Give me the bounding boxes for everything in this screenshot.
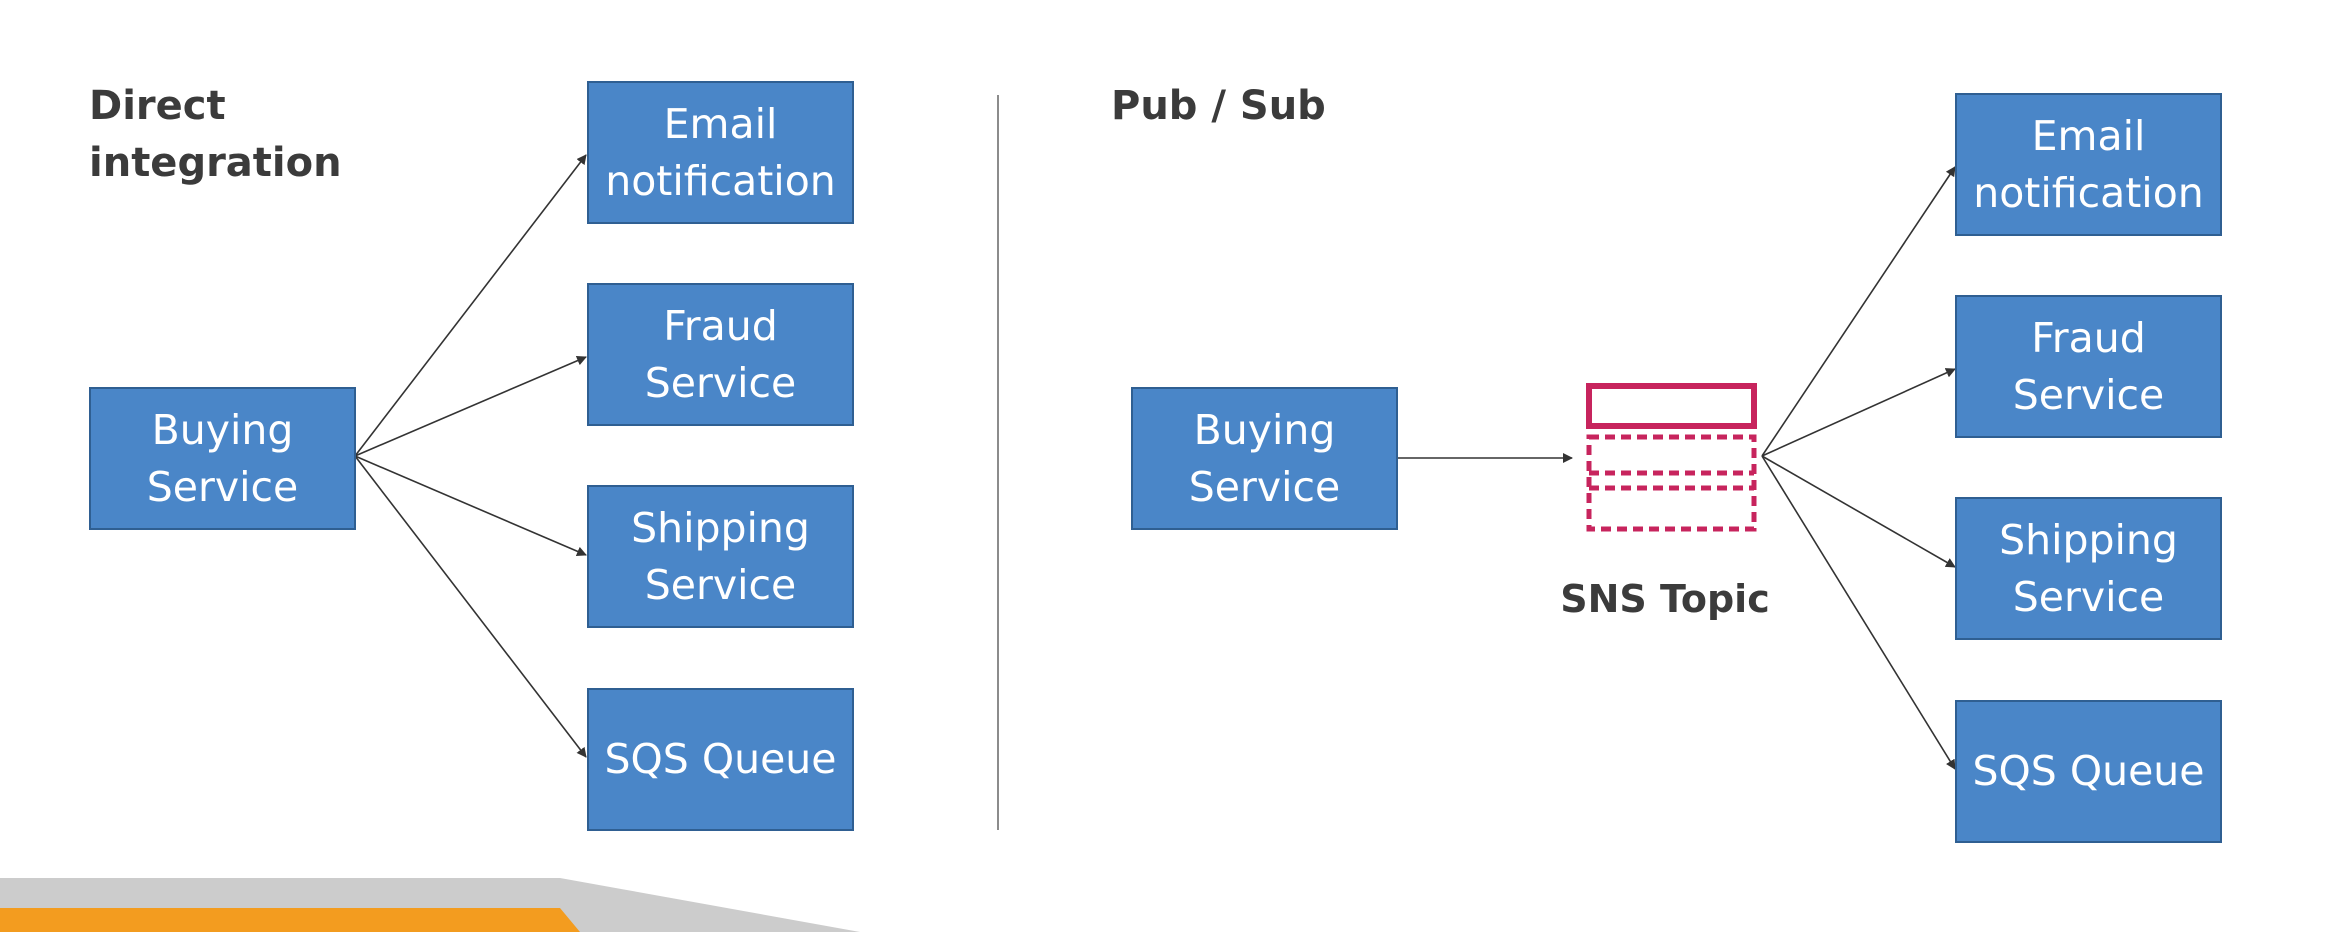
- direct-integration-heading: Direct integration: [89, 83, 342, 186]
- sqs-queue-box-pubsub: SQS Queue: [1955, 700, 2222, 843]
- pub-sub-heading: Pub / Sub: [1111, 83, 1326, 129]
- email-notification-box-direct: Email notification: [587, 81, 854, 224]
- footer-orange-band: [0, 908, 580, 932]
- fraud-service-box-pubsub: Fraud Service: [1955, 295, 2222, 438]
- section-divider: [997, 95, 999, 830]
- arrow-buying-to-email: [354, 154, 587, 457]
- shipping-service-box-pubsub: Shipping Service: [1955, 497, 2222, 640]
- sns-topic-label: SNS Topic: [1560, 577, 1770, 621]
- buying-service-box-pubsub: Buying Service: [1131, 387, 1398, 530]
- sqs-queue-box-direct: SQS Queue: [587, 688, 854, 831]
- arrow-buying-to-sqs: [354, 455, 587, 758]
- shipping-service-box-direct: Shipping Service: [587, 485, 854, 628]
- fraud-service-box-direct: Fraud Service: [587, 283, 854, 426]
- arrow-topic-to-sqs: [1761, 455, 1956, 770]
- arrow-topic-to-email: [1761, 166, 1956, 457]
- buying-service-box-direct: Buying Service: [89, 387, 356, 530]
- arrow-buying-to-shipping: [354, 455, 587, 557]
- arrow-topic-to-shipping: [1761, 455, 1956, 568]
- sns-topic-icon: [1586, 383, 1757, 532]
- arrow-topic-to-fraud: [1761, 368, 1956, 457]
- arrow-buying-to-fraud: [354, 355, 587, 457]
- email-notification-box-pubsub: Email notification: [1955, 93, 2222, 236]
